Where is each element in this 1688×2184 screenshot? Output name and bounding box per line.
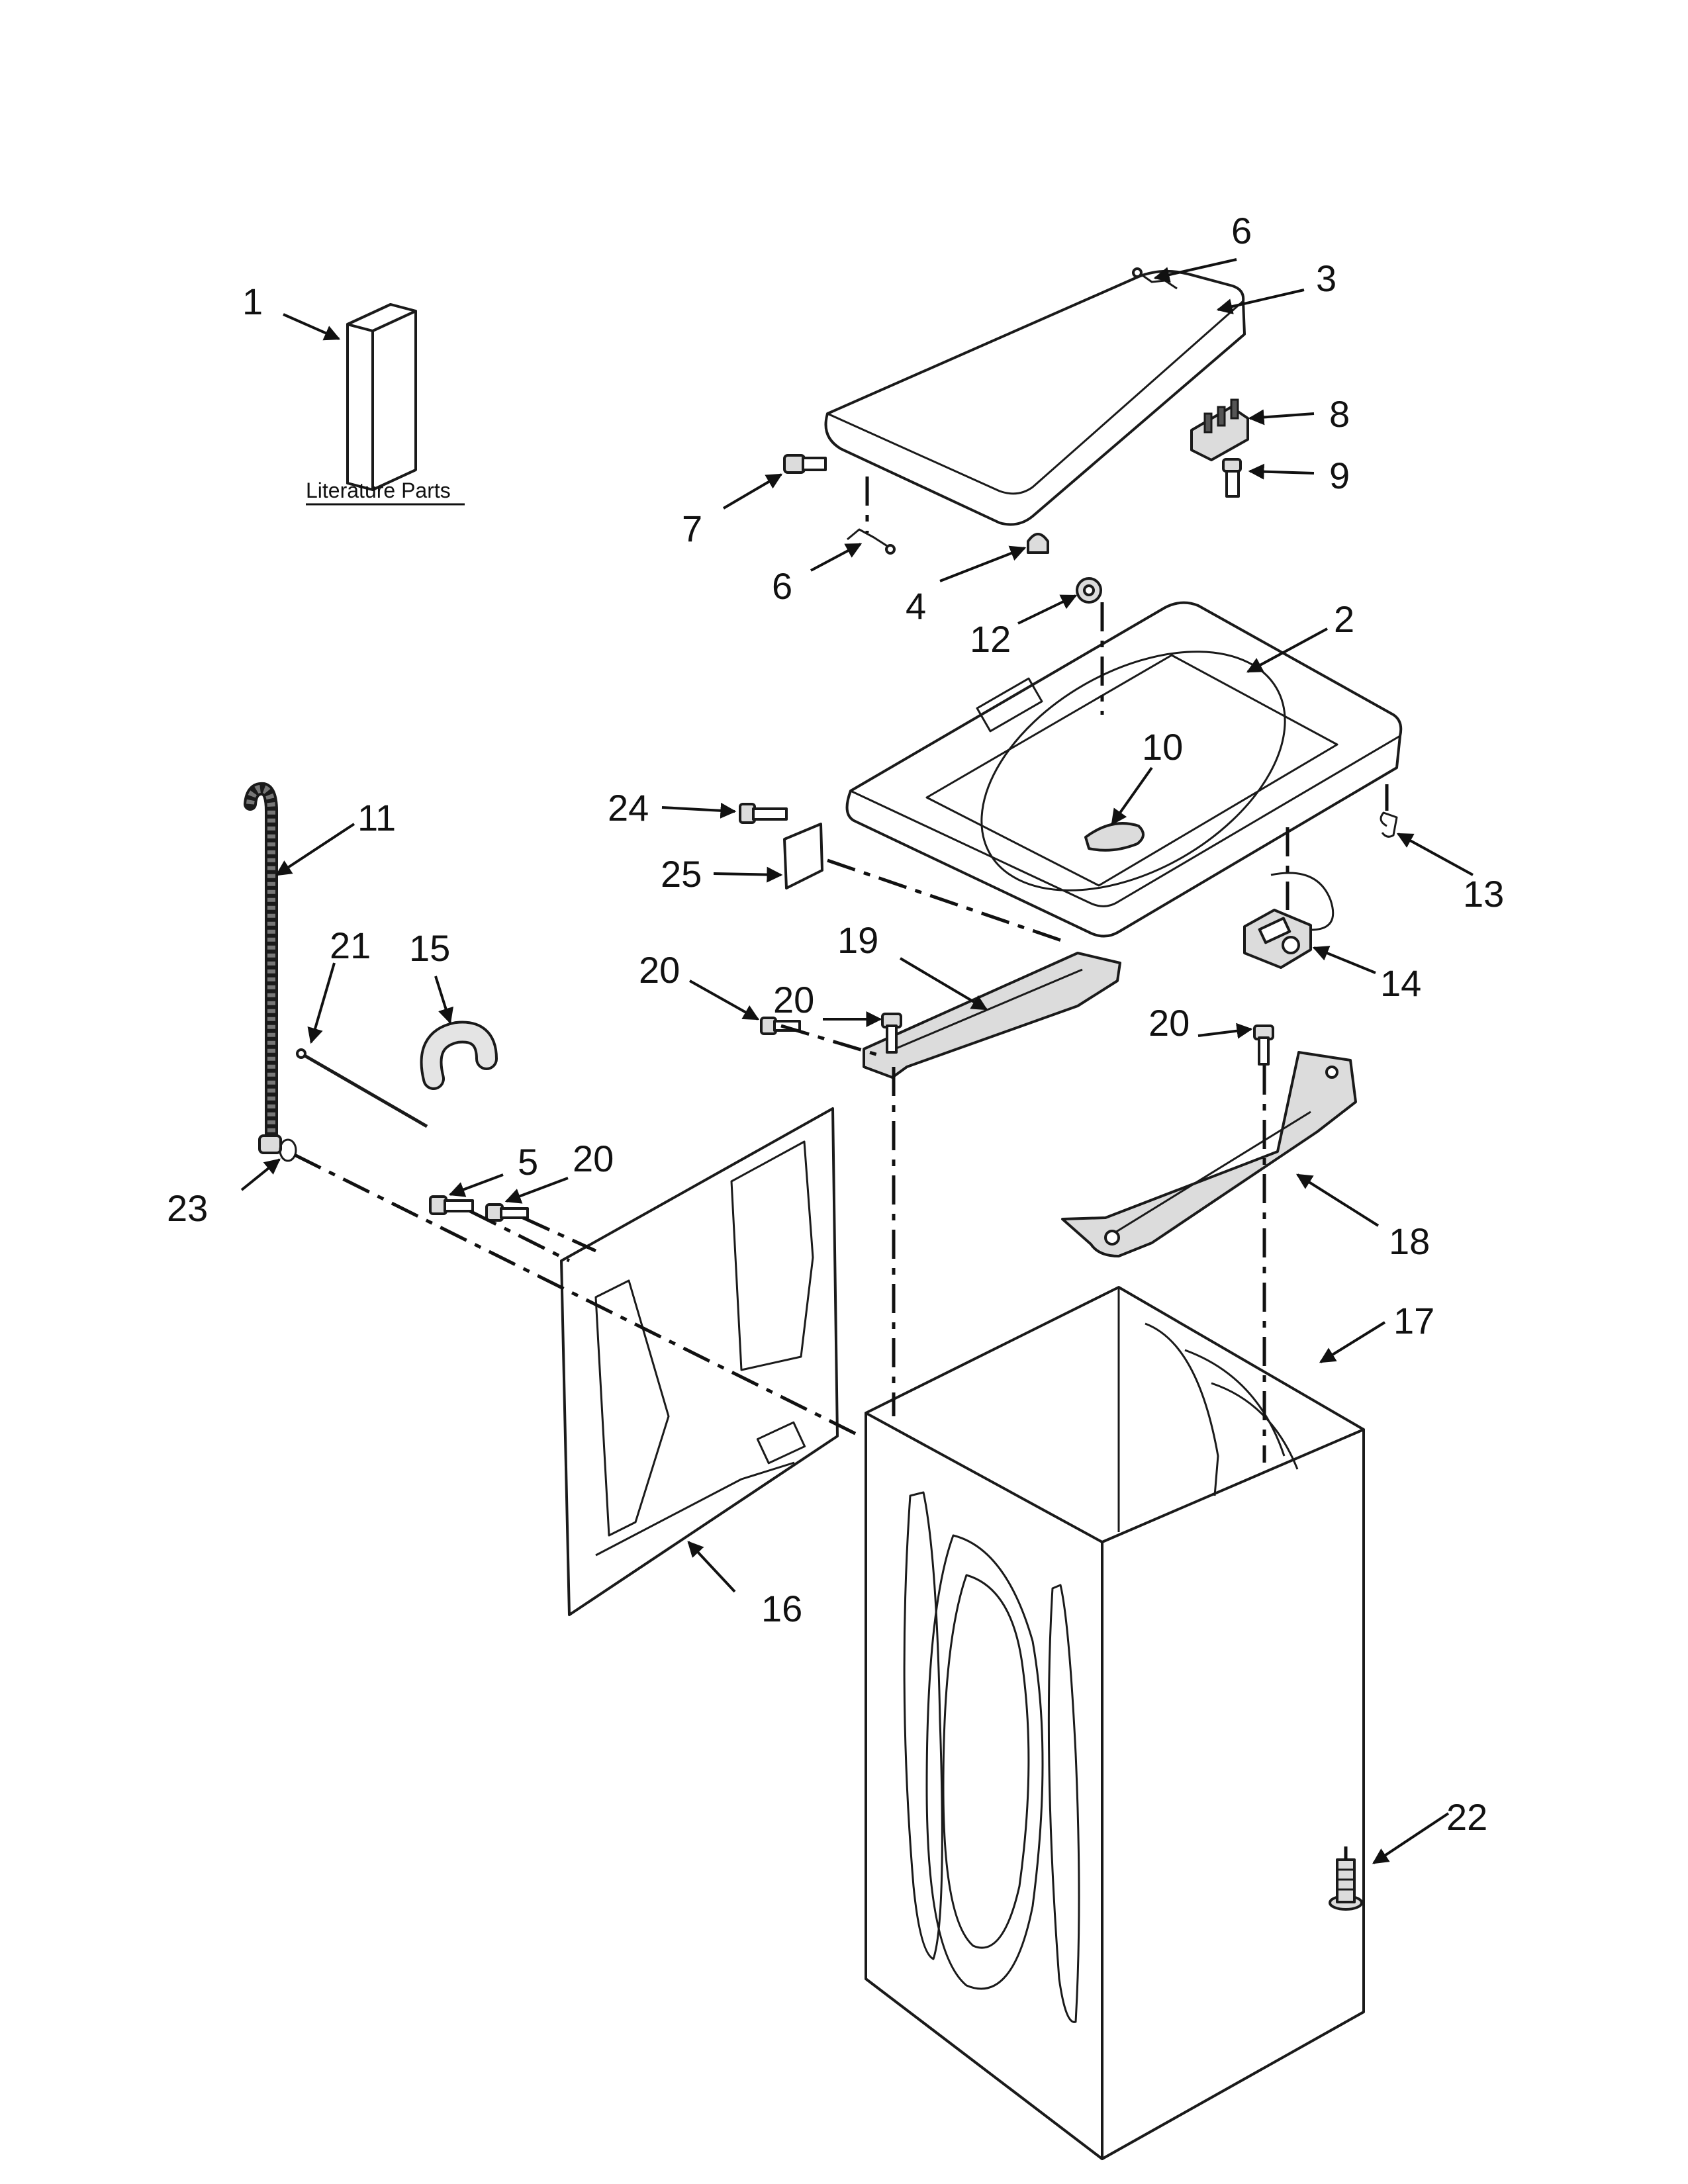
lid-bumper [1027,533,1049,554]
cabinet [865,1286,1365,2160]
screw-20-d [485,1203,529,1222]
callout-20-d: 20 [573,1138,614,1179]
callout-12: 12 [970,618,1011,660]
callout-19: 19 [837,919,878,961]
callout-11: 11 [357,797,396,839]
callout-6-bottom: 6 [772,565,792,607]
screw-20-a [760,1017,801,1035]
callout-10: 10 [1142,726,1183,768]
callout-8: 8 [1329,393,1350,435]
callout-25: 25 [661,853,702,895]
bracket-25 [783,823,823,889]
callout-15: 15 [409,927,450,969]
strap-21 [296,1048,428,1128]
callout-22: 22 [1446,1796,1487,1838]
rear-panel [560,1107,839,1616]
callout-9: 9 [1329,455,1350,496]
callout-20-b: 20 [773,979,814,1021]
callout-20-c: 20 [1149,1002,1190,1044]
lid-switch [1190,398,1249,461]
hinge-pin-6-bottom [847,528,896,555]
callout-24: 24 [608,787,649,829]
callout-3: 3 [1316,257,1336,299]
lid [824,269,1246,526]
leveling-leg [1329,1858,1363,1911]
callout-2: 2 [1334,598,1354,640]
callout-18: 18 [1389,1220,1430,1262]
callout-20-a: 20 [639,949,680,991]
callout-13: 13 [1463,873,1504,915]
part-10 [1084,822,1145,852]
literature-parts-label: Literature Parts [306,478,451,502]
callout-21: 21 [330,925,371,966]
callout-23: 23 [167,1187,208,1229]
drain-hose [244,782,282,1154]
screw-5 [429,1195,474,1215]
screw-7 [783,454,827,474]
callout-labels: 1 2 3 4 5 6 6 7 8 9 10 11 12 13 14 15 16… [167,210,1504,1838]
literature-booklet [346,303,417,491]
callout-1: 1 [242,281,263,322]
top-panel [845,601,1403,938]
callout-16: 16 [761,1588,802,1629]
assembly-lines [293,477,1389,1860]
leader-arrows [240,258,1474,1864]
rear-bracket [1061,1051,1357,1257]
callout-5: 5 [518,1141,538,1183]
pressure-switch [1243,872,1335,969]
hose-clamp [279,1138,297,1162]
callout-6-top: 6 [1231,210,1252,251]
callout-4: 4 [906,585,926,627]
clip-13 [1380,811,1398,838]
front-bracket [863,952,1121,1079]
callout-17: 17 [1393,1300,1434,1342]
screw-24 [739,803,788,824]
grommet-12 [1076,577,1102,604]
screw-20-c [1253,1024,1274,1066]
callout-14: 14 [1380,962,1421,1004]
screw-20-b [881,1013,902,1054]
callout-7: 7 [682,508,702,549]
hose-guide [420,1021,498,1090]
screw-9 [1222,458,1242,498]
